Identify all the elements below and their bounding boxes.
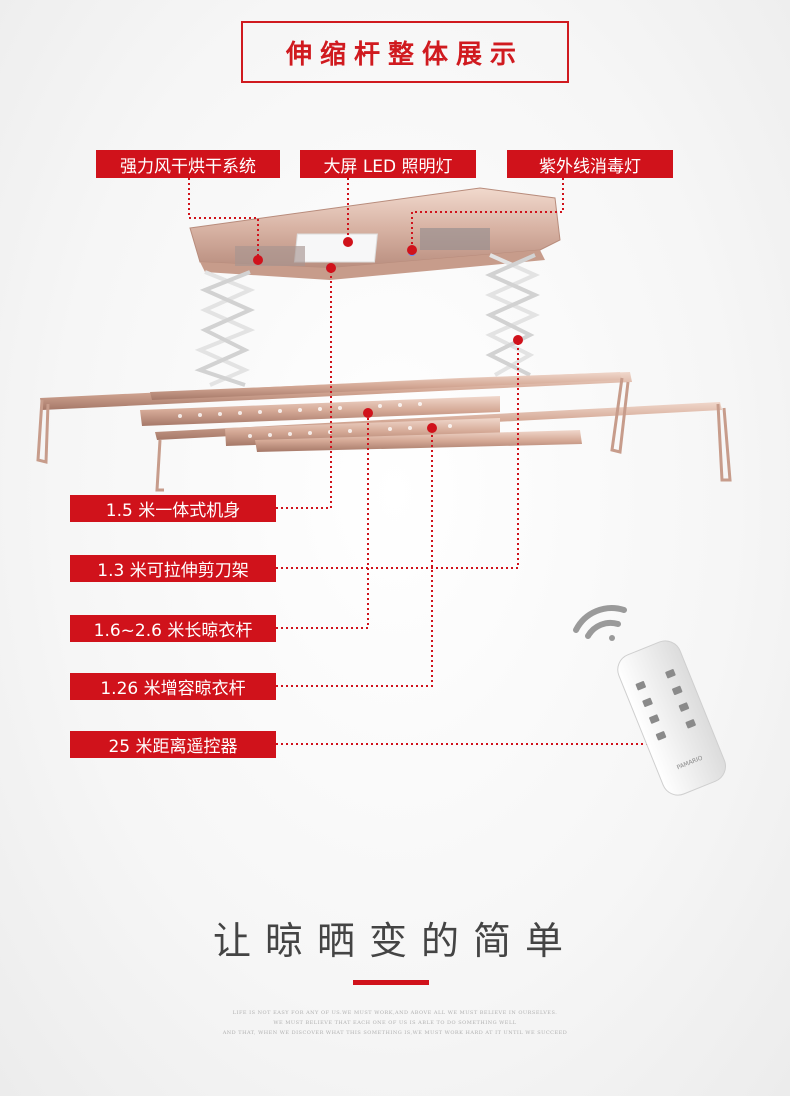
label-scissor-text: 1.3 米可拉伸剪刀架 bbox=[97, 561, 249, 581]
dryer-body bbox=[189, 187, 561, 280]
label-uv-light: 紫外线消毒灯 bbox=[507, 150, 673, 178]
label-uv-light-text: 紫外线消毒灯 bbox=[539, 156, 641, 177]
label-led-light: 大屏 LED 照明灯 bbox=[300, 150, 476, 178]
label-extra-rod-text: 1.26 米增容晾衣杆 bbox=[100, 679, 246, 699]
slogan-underline bbox=[353, 980, 429, 985]
label-body-text: 1.5 米一体式机身 bbox=[105, 501, 241, 521]
label-extra-rod: 1.26 米增容晾衣杆 bbox=[70, 673, 276, 700]
label-drying-system-text: 强力风干烘干系统 bbox=[120, 156, 256, 177]
slogan: 让晾晒变的简单 bbox=[212, 919, 577, 963]
label-rod-text: 1.6~2.6 米长晾衣杆 bbox=[93, 621, 253, 641]
fine-print-line-2: WE MUST BELIEVE THAT EACH ONE OF US IS A… bbox=[273, 1020, 517, 1026]
fine-print-line-3: AND THAT, WHEN WE DISCOVER WHAT THIS SOM… bbox=[222, 1030, 568, 1036]
leader-dots bbox=[253, 237, 673, 749]
leader-lines bbox=[188, 178, 668, 745]
scissor-arm-right bbox=[485, 253, 540, 377]
drying-rods bbox=[36, 372, 732, 492]
label-remote-text: 25 米距离遥控器 bbox=[108, 737, 238, 757]
scissor-arm-left bbox=[194, 270, 256, 387]
label-body: 1.5 米一体式机身 bbox=[70, 495, 276, 522]
page-title: 伸缩杆整体展示 bbox=[285, 39, 524, 70]
fine-print-line-1: LIFE IS NOT EASY FOR ANY OF US.WE MUST W… bbox=[232, 1010, 558, 1016]
remote-control-icon: PAMARIO bbox=[617, 640, 727, 796]
label-remote: 25 米距离遥控器 bbox=[70, 731, 276, 758]
label-rod: 1.6~2.6 米长晾衣杆 bbox=[70, 615, 276, 642]
label-scissor: 1.3 米可拉伸剪刀架 bbox=[70, 555, 276, 582]
title-box: 伸缩杆整体展示 bbox=[241, 21, 569, 83]
label-led-light-text: 大屏 LED 照明灯 bbox=[323, 156, 453, 177]
wifi-signal-icon bbox=[573, 605, 627, 641]
label-drying-system: 强力风干烘干系统 bbox=[96, 150, 280, 178]
